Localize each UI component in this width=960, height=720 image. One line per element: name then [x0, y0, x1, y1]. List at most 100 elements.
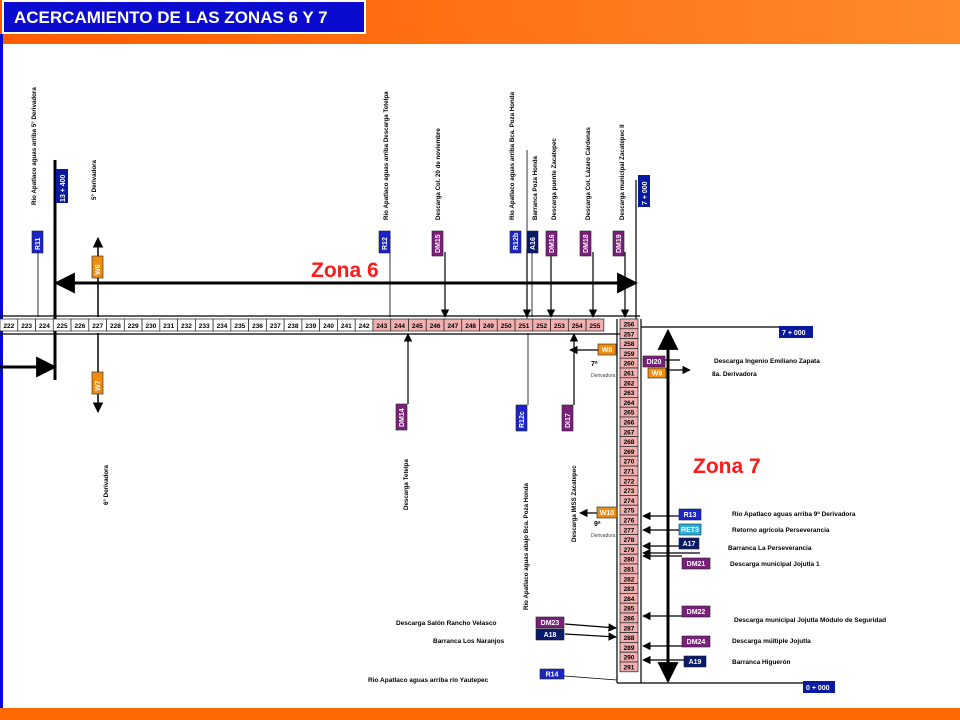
station-cell [619, 661, 639, 673]
footer-bar [0, 708, 960, 720]
station-number: 254 [572, 323, 583, 330]
station-number: 276 [624, 518, 635, 525]
diagram-lines [0, 150, 803, 684]
bottom-tag-3: DI17 [565, 413, 572, 428]
w9-tag-box [647, 367, 667, 379]
station-number: 281 [624, 567, 635, 574]
right-tag-4: A17 [683, 541, 696, 548]
top-tag-3-box [431, 230, 444, 257]
w10-tag-box [596, 506, 618, 519]
left-border-line [0, 34, 3, 714]
right-label-8: Barranca Higuerón [732, 659, 791, 666]
left-line-2 [563, 675, 618, 681]
page-title: ACERCAMIENTO DE LAS ZONAS 6 Y 7 [14, 8, 328, 27]
station-number: 256 [624, 322, 635, 329]
bottom-label-2: Rio Apatlaco aguas abajo Bca. Poza Honda [523, 482, 530, 610]
station-number: 222 [3, 323, 14, 330]
top-tag-1: W6 [95, 264, 102, 275]
right-tag-7-box [681, 635, 711, 648]
station-number: 238 [288, 323, 299, 330]
right-label-2: Rio Apatlaco aguas arriba 9ª Derivadora [732, 511, 856, 518]
bottom-tag-0-box [91, 371, 104, 395]
right-tag-6: DM22 [687, 609, 706, 616]
top-tag-5: A16 [530, 237, 537, 250]
top-label-8: Descarga municipal Zacatepec II [619, 124, 626, 220]
station-number: 277 [624, 527, 635, 534]
left-tag-2: R14 [546, 672, 559, 679]
top-tag-0-box [31, 230, 44, 254]
station-number: 268 [624, 439, 635, 446]
bottom-label-0: 6° Derivadora [103, 464, 110, 505]
station-number: 262 [624, 380, 635, 387]
top-tag-7: DM18 [583, 234, 590, 253]
station-number: 228 [110, 323, 121, 330]
station-number: 263 [624, 390, 635, 397]
top-label-5: Barranca Poza Honda [532, 155, 539, 220]
top-label-2: Rio Apatlaco aguas arriba Descarga Tetel… [383, 91, 390, 220]
station-number: 244 [394, 323, 405, 330]
left-arrow-1 [564, 632, 617, 641]
station-number: 235 [234, 323, 245, 330]
km-13-400-label: 13 + 400 [60, 174, 67, 202]
top-tag-8-box [612, 230, 625, 257]
station-number: 241 [341, 323, 352, 330]
station-number: 224 [39, 323, 50, 330]
station-number: 236 [252, 323, 263, 330]
right-label-0: Descarga Ingenio Emiliano Zapata [714, 358, 820, 365]
station-number: 223 [21, 323, 32, 330]
station-number: 290 [624, 655, 635, 662]
station-number: 265 [624, 410, 635, 417]
top-label-3: Descarga Col. 20 de noviembre [435, 128, 442, 220]
station-number: 226 [74, 323, 85, 330]
w10-number: 9ª [594, 521, 601, 528]
right-label-5: Descarga municipal Jojutla 1 [730, 561, 820, 568]
station-number: 248 [465, 323, 476, 330]
station-number: 247 [447, 323, 458, 330]
right-label-7: Descarga múltiple Jojutla [732, 638, 811, 645]
station-number: 289 [624, 645, 635, 652]
station-number: 258 [624, 341, 635, 348]
station-number: 233 [199, 323, 210, 330]
left-tag-1: A18 [544, 632, 557, 639]
w8-tag: W8 [602, 347, 613, 354]
station-number: 288 [624, 635, 635, 642]
w10-tag: W10 [600, 510, 615, 517]
right-tag-2: R13 [684, 512, 697, 519]
station-number: 249 [483, 323, 494, 330]
zone-6-label: Zona 6 [311, 259, 379, 282]
right-tag-3-box [678, 523, 702, 536]
right-tag-5: DM21 [687, 561, 706, 568]
di20-tag: DI20 [647, 359, 662, 366]
right-tag-4-box [678, 537, 700, 550]
left-tag-0: DM23 [541, 620, 560, 627]
left-tag-1-box [535, 628, 565, 641]
top-tag-7-box [579, 230, 592, 257]
station-number: 286 [624, 616, 635, 623]
station-number: 255 [590, 323, 601, 330]
station-number: 266 [624, 420, 635, 427]
right-tag-3: RET3 [681, 527, 699, 534]
station-number: 259 [624, 351, 635, 358]
station-number: 279 [624, 547, 635, 554]
station-number: 251 [518, 323, 529, 330]
station-number: 253 [554, 323, 565, 330]
right-tag-5-box [681, 557, 711, 570]
right-tag-6-box [681, 605, 711, 618]
station-number: 285 [624, 606, 635, 613]
right-label-4: Barranca La Perseverancia [728, 545, 812, 552]
title-box: ACERCAMIENTO DE LAS ZONAS 6 Y 7 [2, 0, 366, 34]
km-0-000-label: 0 + 000 [806, 685, 830, 692]
station-number: 272 [624, 478, 635, 485]
top-tag-1-box [91, 255, 104, 279]
top-tag-2-box [378, 230, 391, 254]
station-number: 271 [624, 469, 635, 476]
station-number: 239 [305, 323, 316, 330]
station-number: 270 [624, 459, 635, 466]
bottom-tag-2: R12c [519, 411, 526, 428]
left-label-1: Barranca Los Naranjos [433, 638, 505, 645]
station-number: 282 [624, 576, 635, 583]
right-tag-2-box [678, 508, 702, 521]
